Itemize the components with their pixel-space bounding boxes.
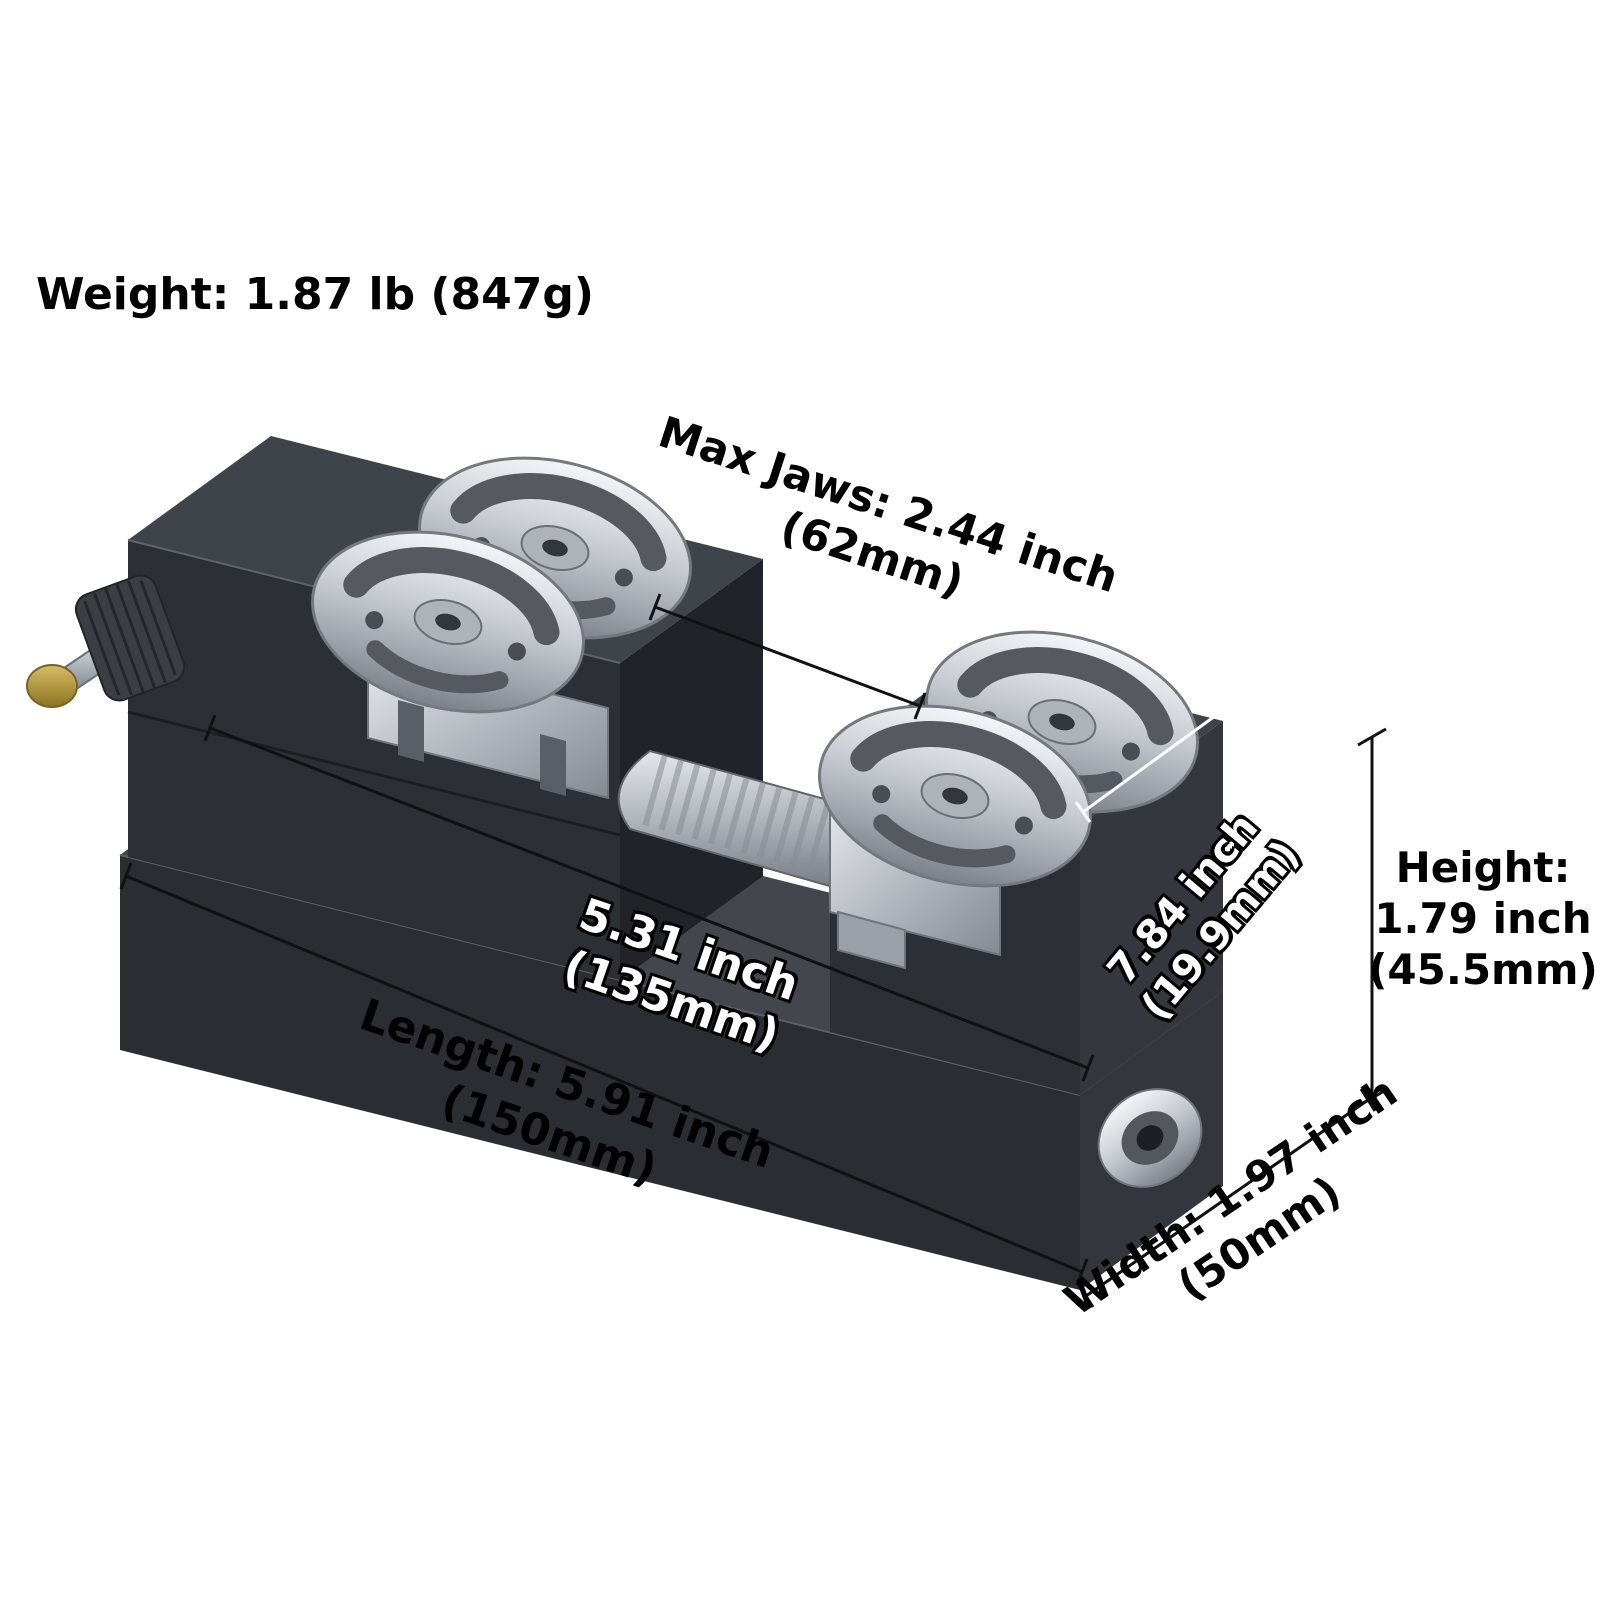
jaw-plate-dim [1074, 697, 1235, 823]
right-jaw-assembly [800, 605, 1216, 970]
knurl-line [93, 592, 133, 696]
knurl-line [127, 580, 167, 684]
dim-tick [1074, 801, 1092, 823]
dim-tick [1077, 1284, 1095, 1308]
height-line2: 1.79 inch [1374, 894, 1592, 944]
width-dim-line [1085, 1098, 1369, 1298]
dim-tick [203, 714, 217, 742]
dim-tick [1075, 1258, 1089, 1286]
length-dim-line [125, 874, 1083, 1274]
brass-cap [26, 664, 78, 708]
screw-threads [642, 755, 896, 890]
bushing-hole [1136, 1125, 1164, 1151]
jaw-plate-dim-line [1082, 706, 1227, 814]
left-jaw-assembly [293, 431, 709, 800]
handle-knob [26, 574, 186, 708]
dim-tick [1357, 727, 1387, 747]
knurl-line [115, 582, 157, 690]
knurl-line [103, 586, 145, 694]
fixed-block-seam [127, 710, 621, 837]
right-jaw-slide [837, 910, 906, 970]
inner-length-dim-line [209, 726, 1089, 1070]
dim-tick [1359, 1088, 1377, 1112]
dim-tick [119, 862, 133, 890]
weight-label: Weight: 1.87 lb (847g) [36, 268, 594, 322]
height-label: Height: 1.79 inch (45.5mm) [1368, 842, 1598, 996]
left-bracket-slot [398, 700, 424, 762]
knurl-line [83, 600, 121, 696]
knob-body [74, 574, 186, 702]
weight-text: Weight: 1.87 lb (847g) [36, 269, 594, 320]
knurl-line [139, 580, 177, 676]
left-bracket-slot [540, 734, 566, 796]
movable-block-end-face [1080, 721, 1223, 1095]
max-jaws-dim-line [654, 605, 921, 708]
dimension-lines [119, 593, 1387, 1308]
dim-tick [648, 593, 662, 621]
dim-tick [1217, 697, 1235, 719]
height-line1: Height: [1395, 843, 1571, 892]
dim-tick [1081, 1054, 1095, 1082]
height-line3: (45.5mm) [1368, 945, 1598, 995]
end-bushing [1097, 1088, 1203, 1188]
dim-tick [913, 692, 927, 720]
